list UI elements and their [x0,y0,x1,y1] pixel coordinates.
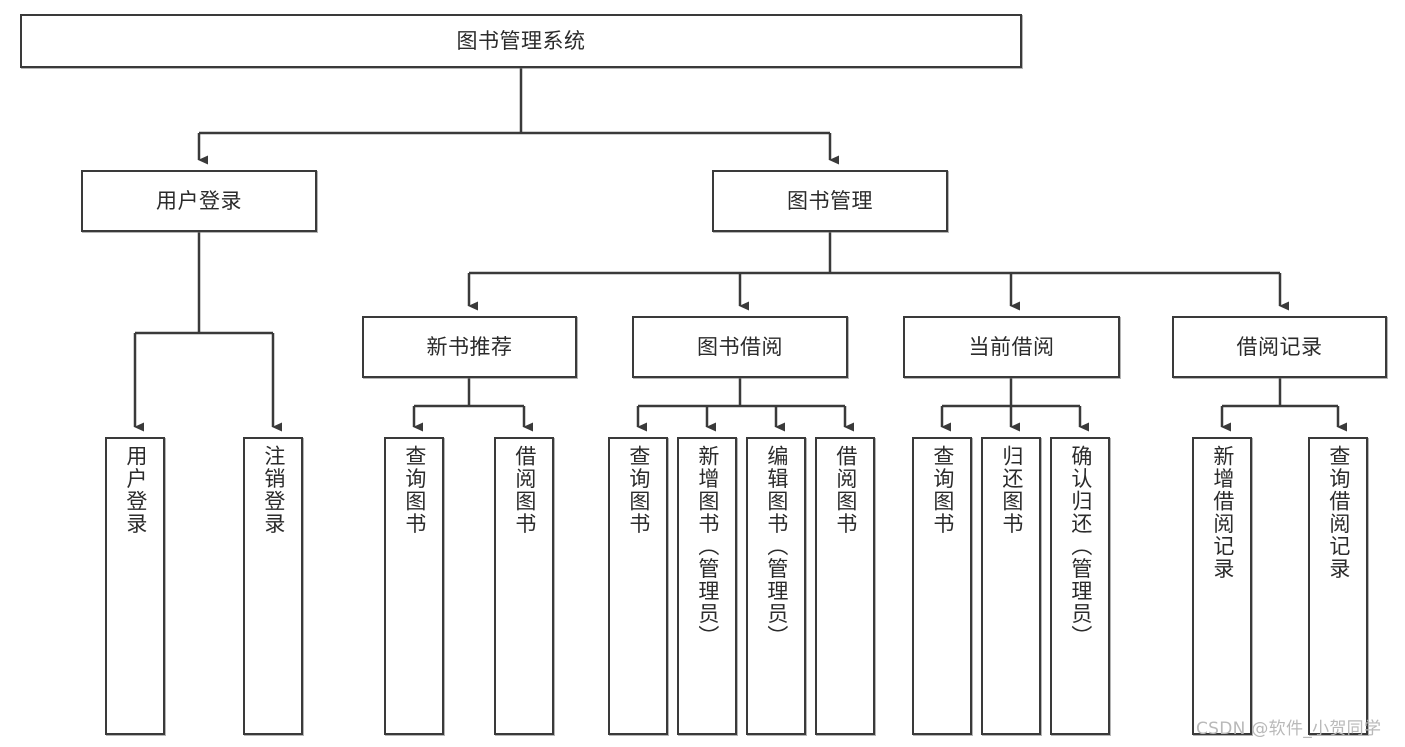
node-label: 新书推荐 [426,334,513,359]
node-user-login[interactable]: 用户登录 [81,170,317,232]
node-label: 借阅记录 [1236,334,1323,359]
node-book-borrow[interactable]: 图书借阅 [632,316,848,378]
node-root[interactable]: 图书管理系统 [20,14,1022,68]
leaf-edit-book-admin[interactable]: 编辑图书（管理员） [746,437,806,735]
node-label: 注销登录 [261,445,286,535]
node-label: 归还图书 [999,445,1024,535]
node-book-management[interactable]: 图书管理 [712,170,948,232]
node-label: 借阅图书 [512,445,537,535]
node-label: 查询图书 [930,445,955,535]
node-borrow-record[interactable]: 借阅记录 [1172,316,1387,378]
leaf-add-borrow-record[interactable]: 新增借阅记录 [1192,437,1252,735]
node-label: 借阅图书 [833,445,858,535]
leaf-query-book-recommend[interactable]: 查询图书 [384,437,444,735]
leaf-return-book[interactable]: 归还图书 [981,437,1041,735]
node-label: 用户登录 [156,188,242,213]
leaf-query-book-borrow[interactable]: 查询图书 [608,437,668,735]
node-current-borrow[interactable]: 当前借阅 [903,316,1120,378]
node-label: 查询借阅记录 [1326,445,1351,580]
node-label: 查询图书 [402,445,427,535]
leaf-add-book-admin[interactable]: 新增图书（管理员） [677,437,737,735]
node-label: 当前借阅 [968,334,1055,359]
node-label: 新增借阅记录 [1210,445,1235,580]
node-label: 图书借阅 [697,334,783,359]
leaf-user-login[interactable]: 用户登录 [105,437,165,735]
leaf-borrow-book[interactable]: 借阅图书 [815,437,875,735]
node-label: 查询图书 [626,445,651,535]
leaf-query-book-current[interactable]: 查询图书 [912,437,972,735]
node-label: 用户登录 [123,445,148,535]
node-label: 确认归还（管理员） [1068,445,1093,648]
watermark: CSDN @软件_小贺同学 [1196,719,1382,739]
node-label: 编辑图书（管理员） [764,445,789,648]
node-label: 图书管理 [787,188,873,213]
node-label: 图书管理系统 [456,28,586,53]
leaf-confirm-return-admin[interactable]: 确认归还（管理员） [1050,437,1110,735]
node-label: 新增图书（管理员） [695,445,720,648]
leaf-query-borrow-record[interactable]: 查询借阅记录 [1308,437,1368,735]
leaf-logout[interactable]: 注销登录 [243,437,303,735]
node-new-book-recommend[interactable]: 新书推荐 [362,316,577,378]
leaf-borrow-book-recommend[interactable]: 借阅图书 [494,437,554,735]
